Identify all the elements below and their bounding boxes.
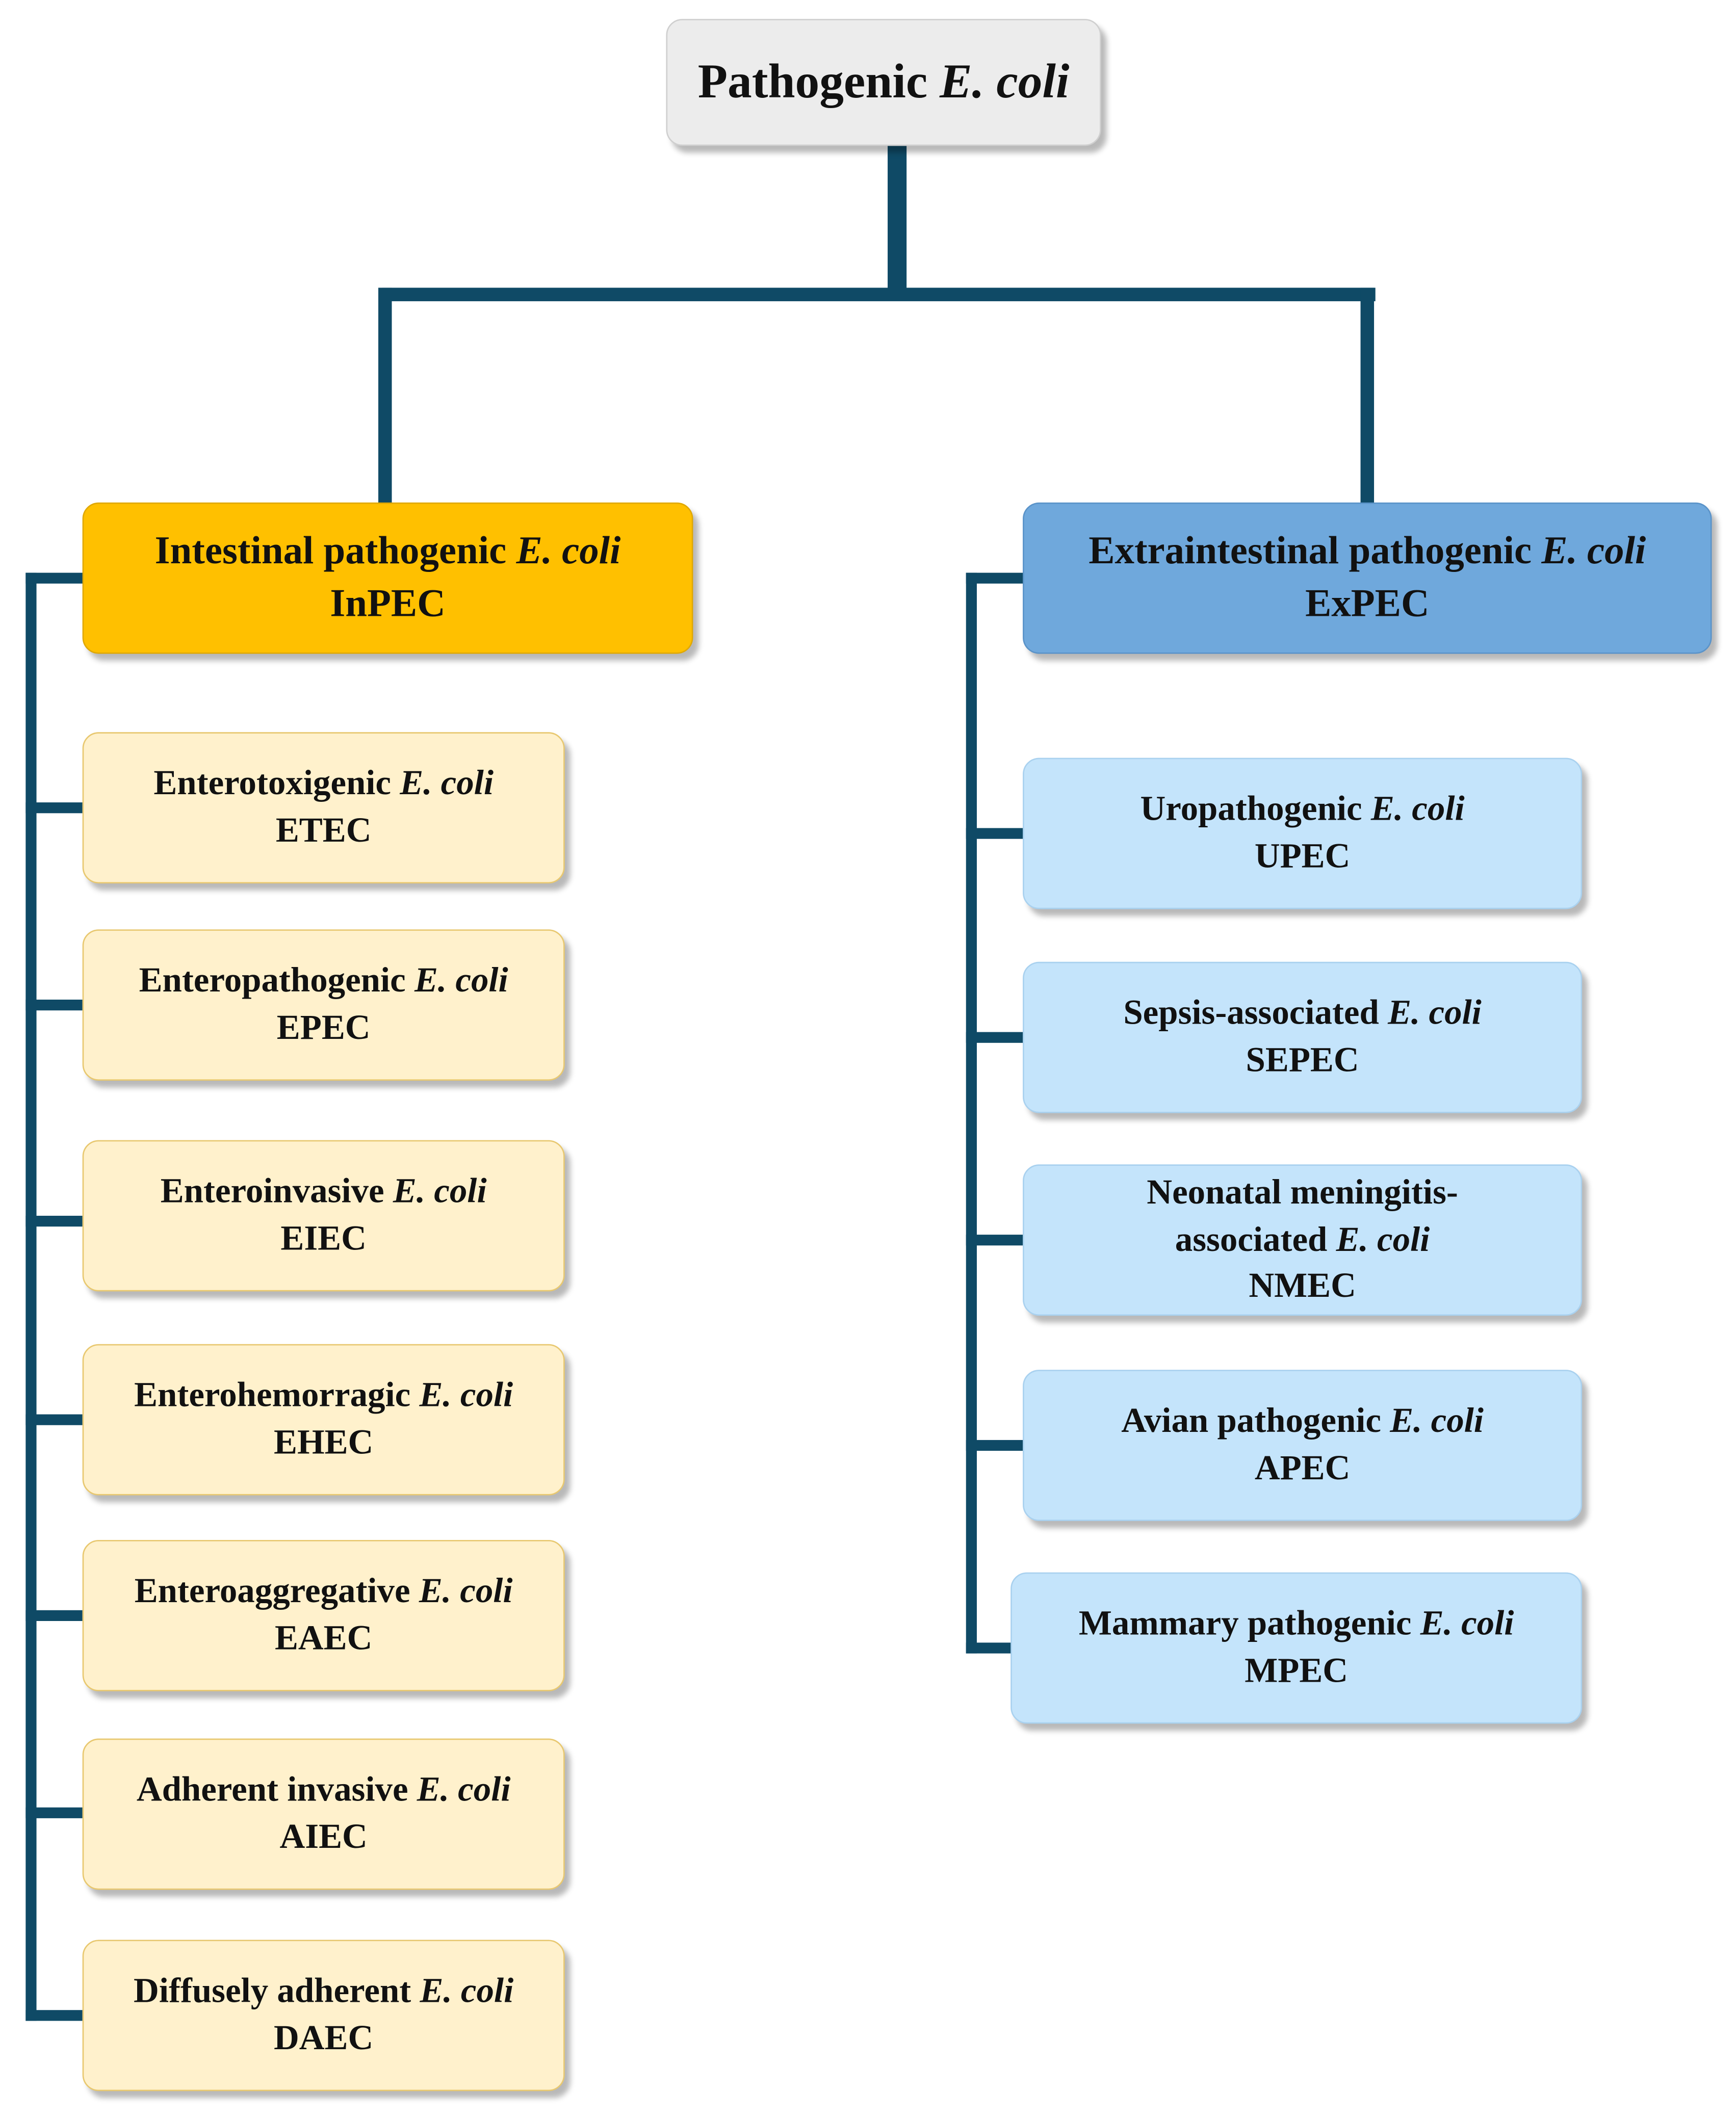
expec-spine-cap	[966, 572, 1026, 584]
aiec-abbr: AIEC	[279, 1817, 368, 1857]
mpec-abbr: MPEC	[1245, 1651, 1349, 1690]
inpec-label: Intestinal pathogenic E. coli	[154, 530, 621, 573]
expec-tick-upec	[966, 828, 1026, 839]
inpec-tick-aiec	[25, 1807, 83, 1818]
pathotype-daec: Diffusely adherent E. coli DAEC	[82, 1940, 565, 2092]
pathotype-sepec: Sepsis-associated E. coli SEPEC	[1023, 961, 1583, 1113]
aiec-name: Adherent invasive E. coli	[136, 1770, 511, 1810]
etec-abbr: ETEC	[275, 811, 372, 850]
expec-abbr: ExPEC	[1305, 582, 1430, 625]
root-label: Pathogenic E. coli	[697, 54, 1070, 109]
eiec-name: Enteroinvasive E. coli	[160, 1171, 487, 1211]
apec-abbr: APEC	[1254, 1448, 1351, 1487]
eaec-abbr: EAEC	[274, 1618, 373, 1658]
sepec-name: Sepsis-associated E. coli	[1123, 993, 1482, 1033]
sepec-abbr: SEPEC	[1246, 1040, 1359, 1080]
eaec-name: Enteroaggregative E. coli	[134, 1572, 513, 1611]
nmec-name-line1: Neonatal meningitis-	[1147, 1172, 1458, 1212]
pathotype-nmec: Neonatal meningitis- associated E. coli …	[1023, 1164, 1583, 1316]
pathotype-aiec: Adherent invasive E. coli AIEC	[82, 1738, 565, 1890]
expec-spine	[966, 572, 977, 1654]
inpec-node: Intestinal pathogenic E. coli InPEC	[82, 502, 693, 654]
inpec-tick-etec	[25, 802, 83, 814]
ehec-name: Enterohemorragic E. coli	[134, 1375, 513, 1415]
epec-abbr: EPEC	[276, 1007, 371, 1047]
expec-tick-mpec	[966, 1642, 1012, 1654]
pathotype-apec: Avian pathogenic E. coli APEC	[1023, 1370, 1583, 1521]
pathotype-eiec: Enteroinvasive E. coli EIEC	[82, 1140, 565, 1292]
upec-name: Uropathogenic E. coli	[1140, 789, 1465, 829]
ehec-abbr: EHEC	[274, 1422, 374, 1462]
expec-tick-sepec	[966, 1032, 1026, 1043]
expec-tick-nmec	[966, 1235, 1026, 1246]
epec-name: Enteropathogenic E. coli	[139, 961, 508, 1001]
pathotype-epec: Enteropathogenic E. coli EPEC	[82, 929, 565, 1081]
eiec-abbr: EIEC	[280, 1218, 367, 1258]
inpec-abbr: InPEC	[330, 582, 446, 625]
inpec-drop	[378, 288, 392, 507]
inpec-tick-eaec	[25, 1610, 83, 1621]
mpec-name: Mammary pathogenic E. coli	[1078, 1604, 1514, 1643]
pathotype-etec: Enterotoxigenic E. coli ETEC	[82, 732, 565, 884]
pathotype-mpec: Mammary pathogenic E. coli MPEC	[1010, 1572, 1583, 1724]
nmec-name-line2: associated E. coli	[1175, 1219, 1430, 1259]
inpec-tick-ehec	[25, 1414, 83, 1425]
apec-name: Avian pathogenic E. coli	[1121, 1401, 1484, 1441]
expec-node: Extraintestinal pathogenic E. coli ExPEC	[1023, 502, 1712, 654]
inpec-tick-eiec	[25, 1216, 83, 1227]
etec-name: Enterotoxigenic E. coli	[153, 764, 494, 803]
root-stem	[888, 146, 907, 297]
expec-tick-apec	[966, 1440, 1026, 1451]
pathotype-upec: Uropathogenic E. coli UPEC	[1023, 757, 1583, 909]
inpec-tick-daec	[25, 2010, 83, 2021]
inpec-spine-cap	[25, 572, 85, 584]
nmec-abbr: NMEC	[1249, 1266, 1356, 1305]
inpec-spine	[25, 572, 37, 2021]
branch-bar	[382, 288, 1376, 301]
root-node: Pathogenic E. coli	[666, 19, 1101, 146]
upec-abbr: UPEC	[1254, 836, 1351, 876]
expec-drop	[1360, 288, 1375, 507]
daec-abbr: DAEC	[274, 2018, 374, 2057]
expec-label: Extraintestinal pathogenic E. coli	[1089, 530, 1646, 573]
inpec-tick-epec	[25, 1000, 83, 1011]
daec-name: Diffusely adherent E. coli	[134, 1971, 514, 2011]
pathotype-ehec: Enterohemorragic E. coli EHEC	[82, 1344, 565, 1496]
pathotype-eaec: Enteroaggregative E. coli EAEC	[82, 1540, 565, 1691]
